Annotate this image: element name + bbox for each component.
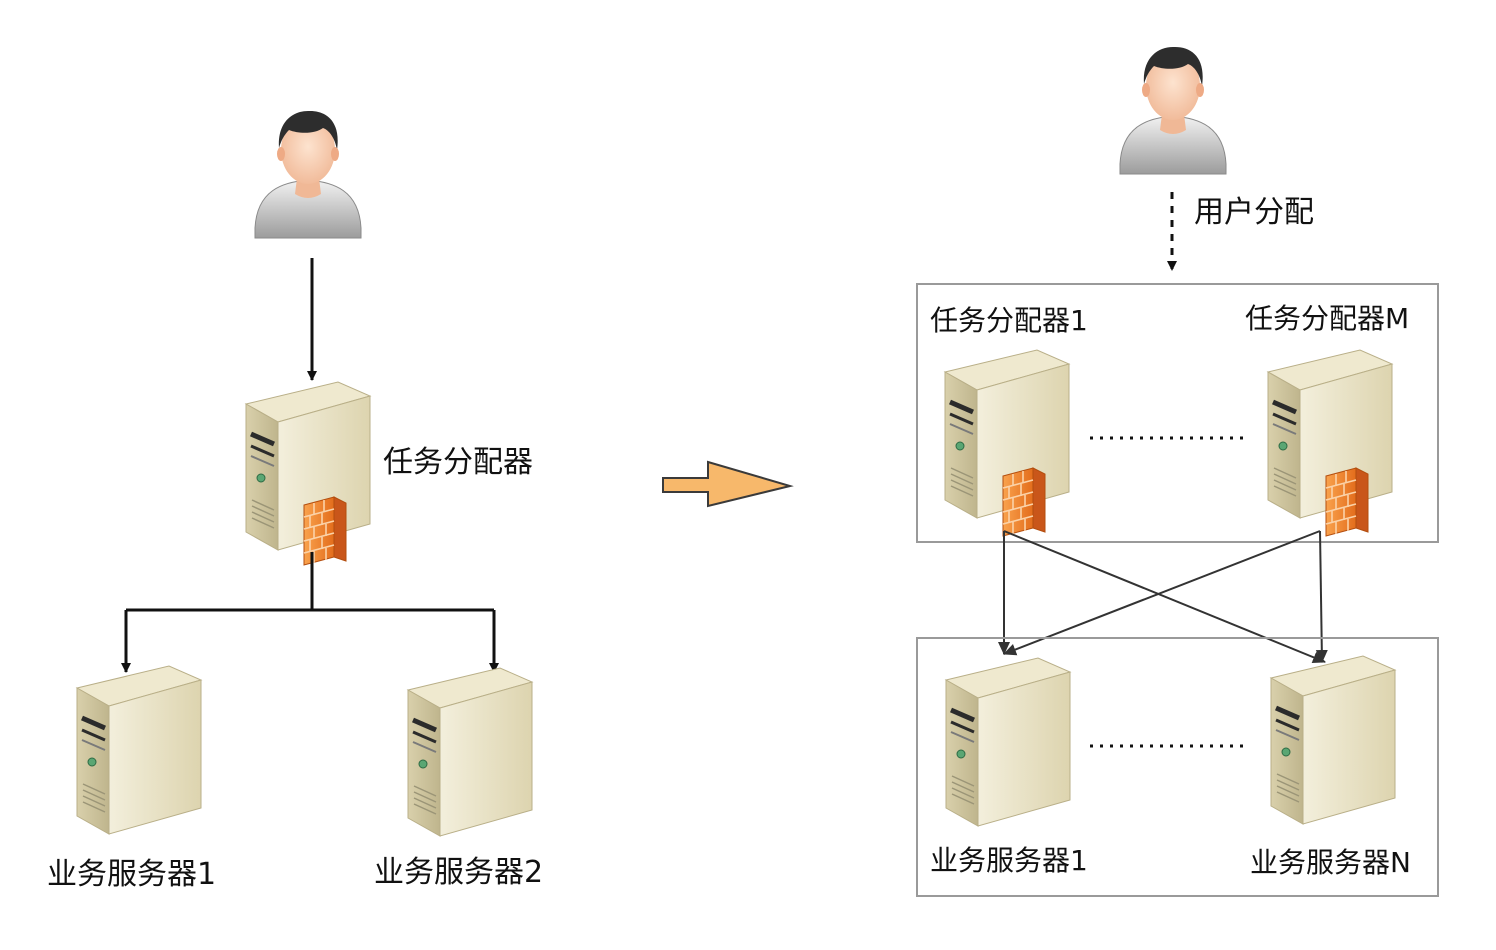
server-icon (946, 658, 1070, 826)
business-server-2-label: 业务服务器2 (374, 855, 543, 890)
user-icon (254, 110, 362, 239)
left-diagram: 任务分配器 业务服务器1 业务服务器2 (47, 110, 543, 892)
firewall-icon (1002, 467, 1046, 537)
business-server-n-label: 业务服务器N (1250, 846, 1411, 879)
user-icon (1119, 46, 1227, 175)
dispatcher-group-box (916, 283, 1439, 543)
firewall-icon (303, 496, 347, 566)
server-icon (1271, 656, 1395, 824)
dispatcher-m-label: 任务分配器M (1245, 302, 1409, 335)
cross-connections (998, 530, 1328, 664)
business-server-group-box (916, 637, 1439, 897)
transition-arrow-icon (662, 460, 794, 508)
right-diagram: 用户分配 任务分配器1 任务分配器M 业务服务器1 业务服务器N (916, 46, 1439, 897)
dispatcher-1-label: 任务分配器1 (930, 304, 1088, 337)
firewall-icon (1325, 467, 1369, 537)
dispatcher-label: 任务分配器 (383, 445, 533, 480)
business-server-1-label: 业务服务器1 (47, 857, 216, 892)
user-assign-label: 用户分配 (1194, 195, 1314, 230)
server-icon (408, 668, 532, 836)
server-icon (77, 666, 201, 834)
business-server-1-label: 业务服务器1 (930, 844, 1088, 877)
dispatcher-to-servers-connector (121, 552, 499, 673)
